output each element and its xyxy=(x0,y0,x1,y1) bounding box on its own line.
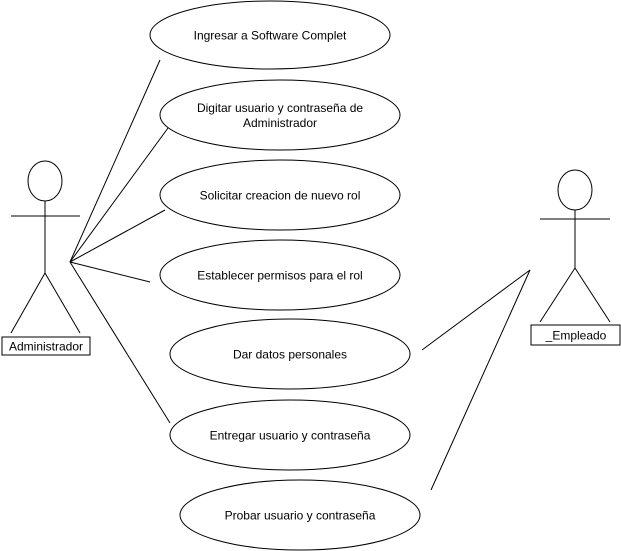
actor-administrador-right-leg xyxy=(44,272,81,334)
association-admin-uc2 xyxy=(69,127,169,263)
use-case-digitar-usuario[interactable]: Digitar usuario y contraseña de Administ… xyxy=(159,79,401,151)
actor-administrador[interactable] xyxy=(10,160,81,334)
actor-empleado-head xyxy=(557,169,593,211)
actor-empleado[interactable] xyxy=(539,169,611,323)
actor-administrador-left-leg xyxy=(10,272,46,334)
actor-administrador-label-box xyxy=(1,336,91,356)
use-case-dar-datos-shape xyxy=(169,318,411,390)
actor-empleado-left-leg xyxy=(539,267,576,323)
use-case-digitar-usuario-label-line1: Digitar usuario y contraseña de xyxy=(197,101,363,115)
use-case-entregar-usuario-label: Entregar usuario y contraseña xyxy=(210,429,371,443)
use-case-digitar-usuario-label-line2: Administrador xyxy=(243,116,317,130)
association-admin-uc4 xyxy=(69,261,151,283)
use-case-dar-datos[interactable]: Dar datos personales xyxy=(169,318,411,390)
association-admin-uc1 xyxy=(69,59,161,263)
use-case-entregar-usuario-shape xyxy=(169,399,411,471)
use-case-probar-usuario[interactable]: Probar usuario y contraseña xyxy=(179,479,421,551)
use-case-probar-usuario-label: Probar usuario y contraseña xyxy=(225,509,376,523)
actor-empleado-label-box xyxy=(530,324,621,346)
actor-empleado-right-leg xyxy=(574,267,611,323)
use-case-solicitar-rol[interactable]: Solicitar creacion de nuevo rol xyxy=(159,159,401,231)
association-empleado-uc5 xyxy=(421,269,531,351)
employee-associations xyxy=(421,269,531,491)
use-case-establecer-permisos-label: Establecer permisos para el rol xyxy=(197,269,362,283)
use-case-ingresar-software[interactable]: Ingresar a Software Complet xyxy=(149,0,391,70)
use-case-digitar-usuario-shape xyxy=(159,79,401,151)
use-case-ingresar-software-shape xyxy=(149,0,391,70)
use-case-solicitar-rol-shape xyxy=(159,159,401,231)
admin-associations xyxy=(69,59,171,424)
use-case-entregar-usuario[interactable]: Entregar usuario y contraseña xyxy=(169,399,411,471)
use-case-ingresar-software-label: Ingresar a Software Complet xyxy=(194,29,347,43)
association-admin-uc6 xyxy=(69,261,171,424)
use-case-probar-usuario-shape xyxy=(179,479,421,551)
actor-administrador-head xyxy=(27,160,63,202)
association-empleado-uc7 xyxy=(430,269,531,491)
use-case-solicitar-rol-label: Solicitar creacion de nuevo rol xyxy=(200,189,361,203)
association-admin-uc3 xyxy=(69,209,166,263)
actor-administrador-label: Administrador xyxy=(9,340,83,354)
actor-empleado-label: _Empleado xyxy=(545,329,607,343)
use-case-establecer-permisos[interactable]: Establecer permisos para el rol xyxy=(159,239,401,311)
use-case-dar-datos-label: Dar datos personales xyxy=(233,348,347,362)
use-case-establecer-permisos-shape xyxy=(159,239,401,311)
